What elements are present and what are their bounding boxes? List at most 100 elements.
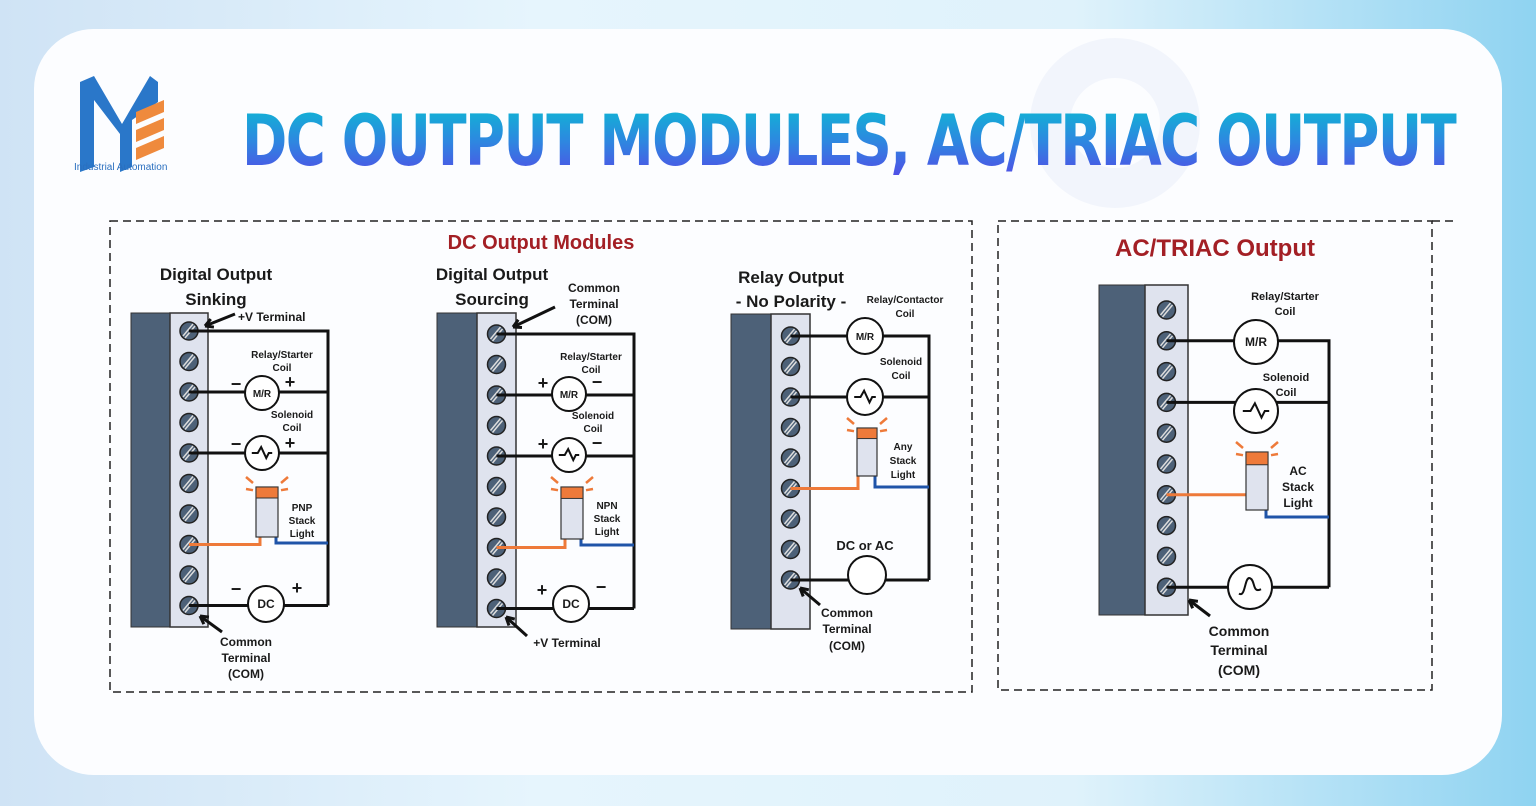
screw-slot-icon [491,572,504,586]
screw-slot-icon [783,328,796,342]
screw-slot-icon [489,326,502,340]
screw-slot-icon [489,387,502,401]
wire [1166,339,1331,588]
screw-slot-icon [785,361,798,374]
screw-slot-icon [489,448,502,462]
sinking-top-arrow-head [203,318,215,329]
sinking-dc-symbol: DC [257,597,275,611]
relay-light-label: Any [894,442,913,453]
light-ray-icon [550,487,559,492]
sinking-dc-source-icon [247,585,285,623]
sourcing-sol-plus: + [538,434,549,454]
screw-slot-icon [783,511,796,525]
sourcing-dc-symbol: DC [562,597,580,611]
relay-screw-terminal-icon [780,448,801,468]
sourcing-bottom-arrow-head [504,615,516,626]
ac-module-body [1098,284,1146,616]
screw-slot-icon [489,357,502,370]
ac-bottom-arrow [1188,598,1211,618]
sinking-relay-label: Relay/Starter [251,350,313,361]
orange-wire [790,475,860,490]
ac-relay-coil-icon [1233,319,1279,365]
relay-screw-terminal-icon [780,417,801,438]
sinking-solenoid-label2: Coil [283,423,302,434]
screw-slot-icon [182,354,194,367]
screw-slot-icon [182,415,194,428]
sinking-top-arrow [204,312,236,328]
screw-slot-icon [785,513,798,527]
screw-slot-icon [184,417,196,430]
sinking-dc-minus: − [231,579,242,599]
light-ray-icon [846,417,855,425]
page-title: DC OUTPUT MODULES, AC/TRIAC OUTPUT [242,96,1458,186]
ac-solenoid-label2: Coil [1276,387,1297,399]
relay-screw-terminal-icon [780,509,801,529]
sinking-dc-plus: + [292,578,303,598]
screw-slot-icon [182,537,194,550]
sinking-com-label2: Terminal [221,651,270,665]
screw-slot-icon [785,422,798,435]
wire [189,329,330,606]
sourcing-com-label2: Terminal [569,297,618,311]
sourcing-screw-terminal-icon [486,415,507,436]
light-ray-icon [245,487,254,492]
sinking-title-line2: Sinking [185,290,246,309]
light-ray-icon [280,476,289,484]
relay-supply-icon [847,555,887,595]
screw-slot-icon [1161,366,1174,380]
light-ray-icon [1235,452,1244,457]
screw-slot-icon [489,601,502,614]
light-ray-icon [879,428,888,433]
light-ray-icon [550,476,559,484]
sinking-bottom-arrow [199,614,223,634]
sinking-bottom-arrow-head [198,614,210,625]
ac-com-label: Common [1209,623,1270,639]
screw-slot-icon [182,476,194,489]
sinking-com-label3: (COM) [228,667,264,681]
stack-light-lamp [1245,451,1269,466]
sourcing-relay-symbol: M/R [560,390,579,401]
screw-slot-icon [184,478,196,491]
screw-slot-icon [783,389,796,403]
relay-title-line2: - No Polarity - [736,292,847,311]
sourcing-module-body [436,312,478,628]
screw-slot-icon [491,359,504,372]
sinking-light-label3: Light [290,529,315,540]
solenoid-wave-icon [1242,401,1270,420]
sinking-screw-terminal-icon [179,351,199,372]
relay-module-body [730,313,772,630]
blue-wire [873,475,929,489]
sourcing-com-label: Common [568,281,620,295]
blue-wire [1264,510,1329,519]
ac-light-label2: Stack [1282,480,1314,494]
screw-slot-icon [1161,520,1174,534]
wire [790,334,931,580]
screw-slot-icon [783,420,796,433]
light-ray-icon [1235,441,1244,449]
sinking-title-line1: Digital Output [160,265,273,284]
relay-light-label3: Light [891,470,916,481]
sinking-relay-symbol: M/R [253,389,272,400]
ac-source-icon [1227,564,1273,610]
light-ray-icon [585,476,594,484]
sinking-top-terminal-label: +V Terminal [238,310,305,324]
screw-slot-icon [783,481,796,494]
screw-slot-icon [491,420,504,433]
ac-com-label3: (COM) [1218,662,1260,678]
sourcing-screw-terminal-icon [486,568,507,588]
stack-light-lamp [255,486,279,499]
sinking-relay-coil-icon [244,375,280,411]
sourcing-relay-label: Relay/Starter [560,352,622,363]
sinking-com-label: Common [220,635,272,649]
screw-slot-icon [1161,304,1174,318]
sinking-light-label2: Stack [289,516,316,527]
ac-screw-terminal-icon [1156,361,1177,382]
sinking-relay-minus: − [231,374,242,394]
sourcing-title-line1: Digital Output [436,265,549,284]
ac-screw-terminal-icon [1156,423,1177,443]
screw-slot-icon [1159,579,1172,593]
wire [496,332,636,609]
screw-slot-icon [783,542,796,555]
sourcing-solenoid-label: Solenoid [572,411,614,422]
